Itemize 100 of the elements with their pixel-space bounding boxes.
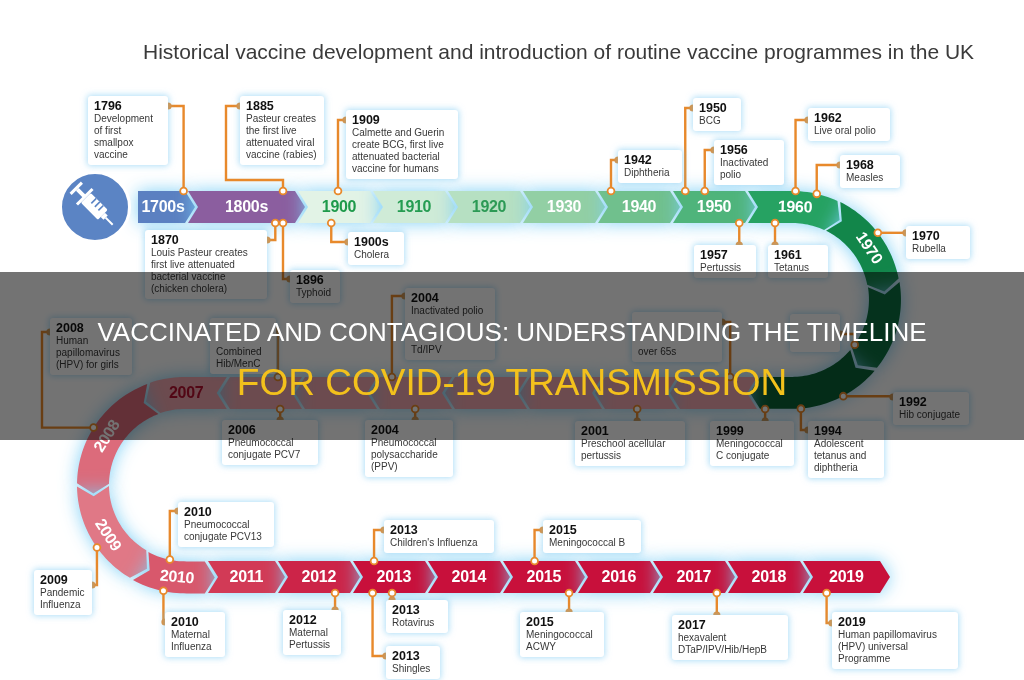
callout-box [145, 230, 267, 299]
description-text: Meningococcal B [549, 537, 627, 549]
year-heading: 2013 [392, 649, 421, 663]
year-heading: 2019 [838, 615, 867, 629]
year-heading: 2004 [411, 291, 440, 305]
callout-box [672, 615, 788, 660]
callout-box [808, 421, 884, 478]
year-heading: 2013 [392, 603, 421, 617]
chevron-segment [502, 561, 585, 593]
year-label: 1950 [696, 199, 732, 215]
chevron-segment [298, 191, 380, 223]
description-text: Cholera [354, 249, 391, 261]
description-text: hexavalent DTaP/IPV/Hib/HepB [678, 632, 768, 656]
year-label: 1940 [621, 199, 657, 215]
year-heading: 2013 [390, 523, 419, 537]
year-heading: 2015 [526, 615, 555, 629]
year-heading: 1870 [151, 233, 180, 247]
chevron-segment [277, 561, 360, 593]
chevron-segment [802, 561, 890, 593]
description-text: Preschool acellular pertussis [581, 438, 667, 462]
description-text: over 65s [638, 346, 678, 358]
year-heading: 2001 [581, 424, 610, 438]
callout-box [386, 646, 440, 679]
callout-box [694, 245, 756, 278]
year-heading: 1909 [352, 113, 381, 127]
year-heading: 2017 [678, 618, 707, 632]
description-text: Adolescent tetanus and diphtheria [814, 438, 868, 474]
description-text: Inactivated polio [411, 305, 485, 317]
year-label: 2019 [829, 569, 864, 585]
year-label: 2010 [158, 567, 195, 587]
callout-box [384, 520, 494, 553]
callout-box [290, 270, 340, 303]
description-text: Development of first smallpox vaccine [94, 113, 154, 161]
description-text: Rotavirus [392, 617, 436, 629]
callout-box [222, 420, 318, 465]
year-label: 2014 [451, 569, 486, 585]
description-text: Hib conjugate [899, 409, 962, 421]
year-label: 2013 [376, 569, 411, 585]
chevron-segment [146, 377, 228, 413]
chevron-segment [652, 561, 735, 593]
chevron-segment [748, 191, 840, 230]
callout-box [840, 155, 900, 188]
year-heading: 2009 [40, 573, 69, 587]
chevron-segment [826, 202, 899, 292]
chevron-segment [577, 561, 660, 593]
year-heading: 1992 [899, 395, 928, 409]
callout-box [808, 108, 890, 141]
diagram-title: Historical vaccine development and introduction of routine vaccine programmes in the UK [143, 40, 975, 64]
callout-box [240, 96, 324, 165]
description-text: Td/IPV [411, 344, 443, 356]
description-text: Combined Hib/MenC [216, 346, 262, 369]
year-heading: 2012 [289, 613, 318, 627]
chevron-segment [598, 191, 680, 223]
year-label: 2015 [526, 569, 561, 585]
year-heading: 1999 [716, 424, 745, 438]
callout-box [178, 502, 274, 547]
year-label: 1900 [321, 199, 357, 215]
description-text: Meningococcal ACWY [526, 629, 594, 653]
description-text: Meningococcal C conjugate [716, 438, 784, 462]
year-heading: 2004 [371, 423, 400, 437]
year-heading: 1994 [814, 424, 843, 438]
description-text: Diphtheria [624, 167, 671, 179]
callout-box [575, 421, 685, 466]
year-heading: 2010 [171, 615, 200, 629]
callout-box [714, 140, 784, 185]
year-heading: 2010 [184, 505, 213, 519]
callout-box [693, 98, 741, 131]
year-label: 2007 [168, 385, 204, 401]
year-label: 2012 [301, 569, 336, 585]
chevron-segment [673, 191, 755, 223]
description-text: Maternal Influenza [171, 629, 213, 653]
year-heading: 1796 [94, 99, 123, 113]
chevron-segment [373, 191, 455, 223]
year-heading: 1942 [624, 153, 653, 167]
year-heading: 1956 [720, 143, 749, 157]
year-label: 1910 [396, 199, 432, 215]
year-heading: 1900s [354, 235, 390, 249]
description-text: Shingles [392, 663, 432, 675]
leader-line [224, 102, 288, 196]
chevron-segment [523, 191, 605, 223]
description-text: Calmette and Guerin create BCG, first live attenuated bacterial vaccine for humans [352, 127, 446, 175]
description-text: Maternal Pertussis [289, 627, 332, 651]
callout-box [283, 610, 341, 655]
year-heading: 1961 [774, 248, 803, 262]
callout-box [710, 421, 794, 466]
year-heading: 1885 [246, 99, 275, 113]
year-label: 1930 [546, 199, 582, 215]
leader-line [272, 326, 283, 382]
chevron-segment [448, 191, 530, 223]
year-heading: 1957 [700, 248, 729, 262]
callout-box [832, 612, 958, 669]
description-text: Pandemic Influenza [40, 587, 86, 611]
description-text: Measles [846, 172, 885, 184]
year-label: 1960 [777, 198, 813, 216]
year-heading: 1950 [699, 101, 728, 115]
year-label: 1920 [471, 199, 507, 215]
description-text: Tetanus [774, 262, 811, 274]
chevron-segment [138, 191, 195, 223]
description-text: Pertussis [700, 262, 743, 274]
description-text: Pneumococcal polysaccharide (PPV) [371, 437, 439, 473]
